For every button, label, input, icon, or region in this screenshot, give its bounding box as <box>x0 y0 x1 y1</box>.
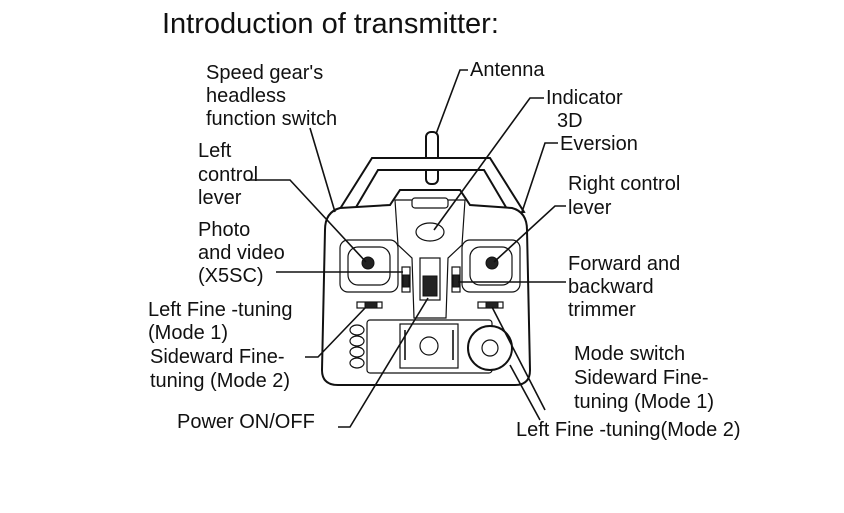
left-vertical-trim-knob <box>402 274 410 288</box>
leader-line-left-fine-tuning-mode2 <box>509 364 541 421</box>
label-line: Eversion <box>560 133 638 155</box>
leader-line-indicator <box>433 97 544 231</box>
label-mode-switch: Mode switch Sideward Fine- tuning (Mode … <box>574 343 714 413</box>
label-line: function switch <box>206 108 337 130</box>
label-line: Speed gear's <box>206 62 323 84</box>
label-antenna: Antenna <box>470 59 545 81</box>
label-line: tuning (Mode 2) <box>150 370 290 392</box>
indicator-light <box>415 222 445 242</box>
label-3d-eversion: 3D Eversion <box>557 110 638 155</box>
label-left-fine-tuning-mode1: Left Fine -tuning (Mode 1) <box>148 299 293 344</box>
leader-line-antenna <box>435 69 468 135</box>
right-stick <box>485 256 499 270</box>
label-line: Mode switch <box>574 343 685 365</box>
transmitter-illustration <box>320 131 532 386</box>
leader-line-left-lever <box>248 179 367 263</box>
label-right-control-lever: Right control lever <box>568 173 680 219</box>
leader-line-3d-eversion <box>521 142 558 213</box>
leader-line-mode-switch <box>491 306 546 411</box>
label-photo-video: Photo and video (X5SC) <box>198 219 285 287</box>
handle-slot <box>411 197 449 209</box>
leader-line-left-fine-tuning <box>305 306 367 358</box>
leader-line-right-lever <box>493 205 566 263</box>
label-line: Left Fine -tuning <box>148 299 293 321</box>
right-gimbal <box>461 239 521 293</box>
side-button <box>349 335 365 347</box>
lcd-crosshair-icon <box>419 336 439 356</box>
label-line: Sideward Fine- <box>150 346 285 368</box>
label-forward-backward-trimmer: Forward and backward trimmer <box>568 253 680 321</box>
label-line: (X5SC) <box>198 265 264 287</box>
label-line: 3D <box>557 110 583 132</box>
label-indicator: Indicator <box>546 87 623 109</box>
label-line: and video <box>198 242 285 264</box>
side-buttons <box>349 324 365 369</box>
side-button <box>349 324 365 336</box>
label-power-on-off: Power ON/OFF <box>177 411 315 433</box>
label-sideward-fine-tuning-mode2: Sideward Fine- tuning (Mode 2) <box>150 346 290 392</box>
diagram-title: Introduction of transmitter: <box>162 8 499 40</box>
label-left-fine-tuning-mode2: Left Fine -tuning(Mode 2) <box>516 419 741 441</box>
label-line: control <box>198 164 258 186</box>
right-vertical-trim-knob <box>452 274 460 288</box>
label-speed-gear: Speed gear's headless function switch <box>206 62 337 130</box>
label-line: Left <box>198 140 232 162</box>
label-line: (Mode 1) <box>148 322 228 344</box>
leader-line-speed-gear <box>309 127 336 213</box>
label-line: tuning (Mode 1) <box>574 391 714 413</box>
label-line: lever <box>568 197 612 219</box>
side-button <box>349 357 365 369</box>
left-gimbal <box>339 239 399 293</box>
leader-line-power <box>338 297 429 428</box>
label-line: Sideward Fine- <box>574 367 709 389</box>
mode-switch-center <box>481 339 499 357</box>
label-line: backward <box>568 276 654 298</box>
leader-lines <box>248 69 566 428</box>
label-left-control-lever: Left control lever <box>198 140 258 209</box>
label-line: headless <box>206 85 286 107</box>
label-line: Forward and <box>568 253 680 275</box>
left-horizontal-trim-knob <box>364 301 378 309</box>
label-line: lever <box>198 187 242 209</box>
label-line: Photo <box>198 219 250 241</box>
power-switch-slider <box>422 275 438 297</box>
side-button <box>349 346 365 358</box>
label-line: trimmer <box>568 299 636 321</box>
label-line: Right control <box>568 173 680 195</box>
